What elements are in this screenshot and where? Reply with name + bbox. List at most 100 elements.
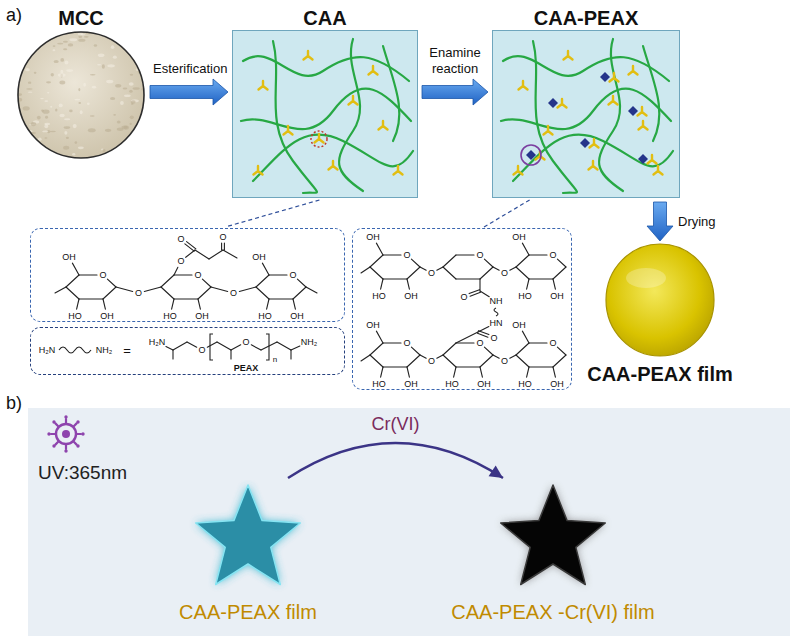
atom-label: OH bbox=[477, 380, 491, 389]
crosslink-diamond bbox=[600, 72, 610, 82]
star-shape bbox=[428, 480, 678, 598]
connector bbox=[484, 200, 530, 227]
grain bbox=[138, 149, 145, 153]
bond bbox=[267, 299, 269, 309]
leader-line bbox=[484, 200, 530, 227]
bond bbox=[456, 278, 480, 279]
bond bbox=[383, 278, 407, 279]
atom-label: HO bbox=[372, 292, 386, 301]
atom-label: O bbox=[490, 334, 497, 343]
grain bbox=[113, 114, 116, 116]
bond-path bbox=[494, 308, 498, 316]
bond bbox=[207, 342, 217, 347]
atom-label: O bbox=[289, 271, 296, 280]
bond bbox=[522, 331, 529, 343]
mark-stroke bbox=[349, 96, 358, 105]
mark-stroke bbox=[654, 166, 663, 175]
grain bbox=[46, 81, 51, 83]
bond bbox=[480, 367, 482, 377]
mark-stroke bbox=[519, 81, 528, 90]
bond bbox=[553, 279, 555, 289]
atom-label: O bbox=[549, 339, 556, 348]
band-text: UV:365nm bbox=[38, 462, 127, 484]
bond bbox=[443, 355, 456, 367]
bond bbox=[557, 259, 566, 267]
atom-label: H₂N bbox=[149, 338, 166, 347]
atom-label: O bbox=[99, 271, 106, 280]
bond bbox=[174, 274, 192, 275]
acetoacetyl-mark bbox=[349, 96, 358, 105]
atom-label: HO bbox=[68, 312, 82, 321]
grain bbox=[78, 146, 84, 149]
grain bbox=[63, 41, 68, 43]
crosslink-diamond bbox=[580, 138, 590, 148]
grain bbox=[105, 154, 111, 156]
grain bbox=[117, 128, 124, 131]
reaction-box: CAA-PEAX bbox=[492, 6, 680, 198]
fluorescence-star: CAA-PEAX film bbox=[168, 480, 328, 624]
cellulose-chain bbox=[533, 41, 577, 193]
atom-label: O bbox=[501, 357, 508, 366]
bond bbox=[443, 267, 456, 279]
mark-stroke bbox=[610, 73, 619, 82]
bond bbox=[66, 275, 79, 287]
bond bbox=[407, 267, 420, 279]
zoom-marker bbox=[311, 131, 327, 147]
bond bbox=[297, 279, 306, 287]
gel-box bbox=[232, 30, 418, 198]
mark-stroke bbox=[589, 161, 598, 170]
bond bbox=[516, 355, 529, 367]
acetoacetyl-mark bbox=[379, 121, 388, 130]
atom-label: NH₂ bbox=[301, 338, 318, 347]
mcc-disc bbox=[18, 32, 144, 158]
edge-label: Cr(VI) bbox=[369, 413, 423, 435]
bond bbox=[383, 254, 401, 255]
atom-label: OH bbox=[550, 292, 564, 301]
reaction-box: CAA bbox=[232, 6, 418, 198]
bond bbox=[370, 355, 383, 367]
bond bbox=[407, 355, 420, 367]
grain bbox=[117, 158, 120, 160]
grain bbox=[84, 36, 89, 38]
bond bbox=[187, 342, 197, 347]
grain bbox=[102, 64, 105, 68]
bond bbox=[256, 287, 269, 299]
acetoacetyl-mark bbox=[638, 107, 647, 116]
cellulose-chain bbox=[599, 39, 623, 191]
edge-label: Esterification bbox=[153, 61, 225, 77]
bond bbox=[478, 333, 488, 337]
icon-dot bbox=[81, 432, 84, 435]
grain bbox=[45, 116, 48, 119]
atom-label: OH bbox=[195, 312, 209, 321]
bond bbox=[437, 355, 443, 358]
grain bbox=[57, 43, 63, 45]
grain bbox=[25, 46, 29, 50]
bond bbox=[161, 287, 174, 299]
bond bbox=[103, 299, 105, 309]
icon-dot bbox=[47, 432, 50, 435]
grain bbox=[16, 45, 20, 48]
grain bbox=[64, 131, 67, 135]
atom-label: O bbox=[177, 235, 184, 244]
bond bbox=[251, 345, 261, 350]
crosslink-diamond bbox=[638, 154, 648, 164]
bond bbox=[529, 278, 553, 279]
grain bbox=[78, 88, 80, 91]
polymer-network bbox=[493, 31, 678, 196]
grain bbox=[64, 118, 70, 120]
bond bbox=[293, 287, 306, 299]
curved-arrow bbox=[288, 443, 503, 478]
bond bbox=[383, 342, 401, 343]
acetoacetyl-mark bbox=[564, 51, 573, 60]
bond bbox=[529, 366, 553, 367]
grain bbox=[53, 49, 56, 51]
bond bbox=[361, 267, 370, 273]
grain bbox=[73, 124, 77, 128]
bond bbox=[239, 287, 256, 291]
connector bbox=[422, 79, 488, 105]
acetoacetyl-mark bbox=[654, 166, 663, 175]
bond bbox=[411, 347, 420, 355]
bond bbox=[185, 244, 194, 251]
bond-path bbox=[266, 334, 269, 360]
grain bbox=[142, 30, 145, 32]
